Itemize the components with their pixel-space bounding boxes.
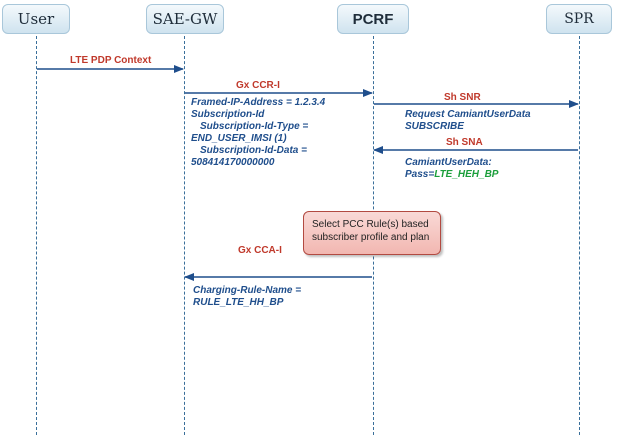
sna-param-line: CamiantUserData: xyxy=(405,157,492,168)
gx-cca-label: Gx CCA-I xyxy=(238,245,282,256)
ccr-param-line: Subscription-Id-Data = xyxy=(200,145,307,156)
sh-sna-label: Sh SNA xyxy=(446,137,483,148)
snr-params: Request CamiantUserData SUBSCRIBE xyxy=(405,109,531,133)
spr-lifeline xyxy=(579,36,580,435)
lte-pdp-label: LTE PDP Context xyxy=(70,55,152,66)
ccr-param-line: 508414170000000 xyxy=(191,157,275,168)
ccr-params: Framed-IP-Address = 1.2.3.4 Subscription… xyxy=(191,97,325,169)
pcc-rule-note: Select PCC Rule(s) based subscriber prof… xyxy=(303,211,441,255)
cca-param-line: Charging-Rule-Name = xyxy=(193,285,302,296)
sh-snr-label: Sh SNR xyxy=(444,92,481,103)
sna-params: CamiantUserData: Pass=LTE_HEH_BP xyxy=(405,157,498,181)
ccr-param-line: END_USER_IMSI (1) xyxy=(191,133,287,144)
snr-param-line: SUBSCRIBE xyxy=(405,121,464,132)
sae-gw-lifeline xyxy=(184,36,185,435)
ccr-param-line: Subscription-Id xyxy=(191,109,265,120)
sae-gw-actor: SAE-GW xyxy=(146,4,224,34)
cca-param-line: RULE_LTE_HH_BP xyxy=(193,297,284,308)
user-lifeline xyxy=(36,36,37,435)
sna-pass-value: LTE_HEH_BP xyxy=(434,169,499,180)
sna-pass-prefix: Pass= xyxy=(405,169,435,180)
snr-param-line: Request CamiantUserData xyxy=(405,109,531,120)
sna-pass-line: Pass=LTE_HEH_BP xyxy=(405,169,498,181)
spr-actor: SPR xyxy=(546,4,612,34)
user-actor: User xyxy=(2,4,70,34)
cca-params: Charging-Rule-Name = RULE_LTE_HH_BP xyxy=(193,285,301,309)
pcrf-actor: PCRF xyxy=(337,4,409,34)
gx-ccr-label: Gx CCR-I xyxy=(236,80,280,91)
ccr-param-line: Subscription-Id-Type = xyxy=(200,121,309,132)
ccr-param-line: Framed-IP-Address = 1.2.3.4 xyxy=(191,97,326,108)
